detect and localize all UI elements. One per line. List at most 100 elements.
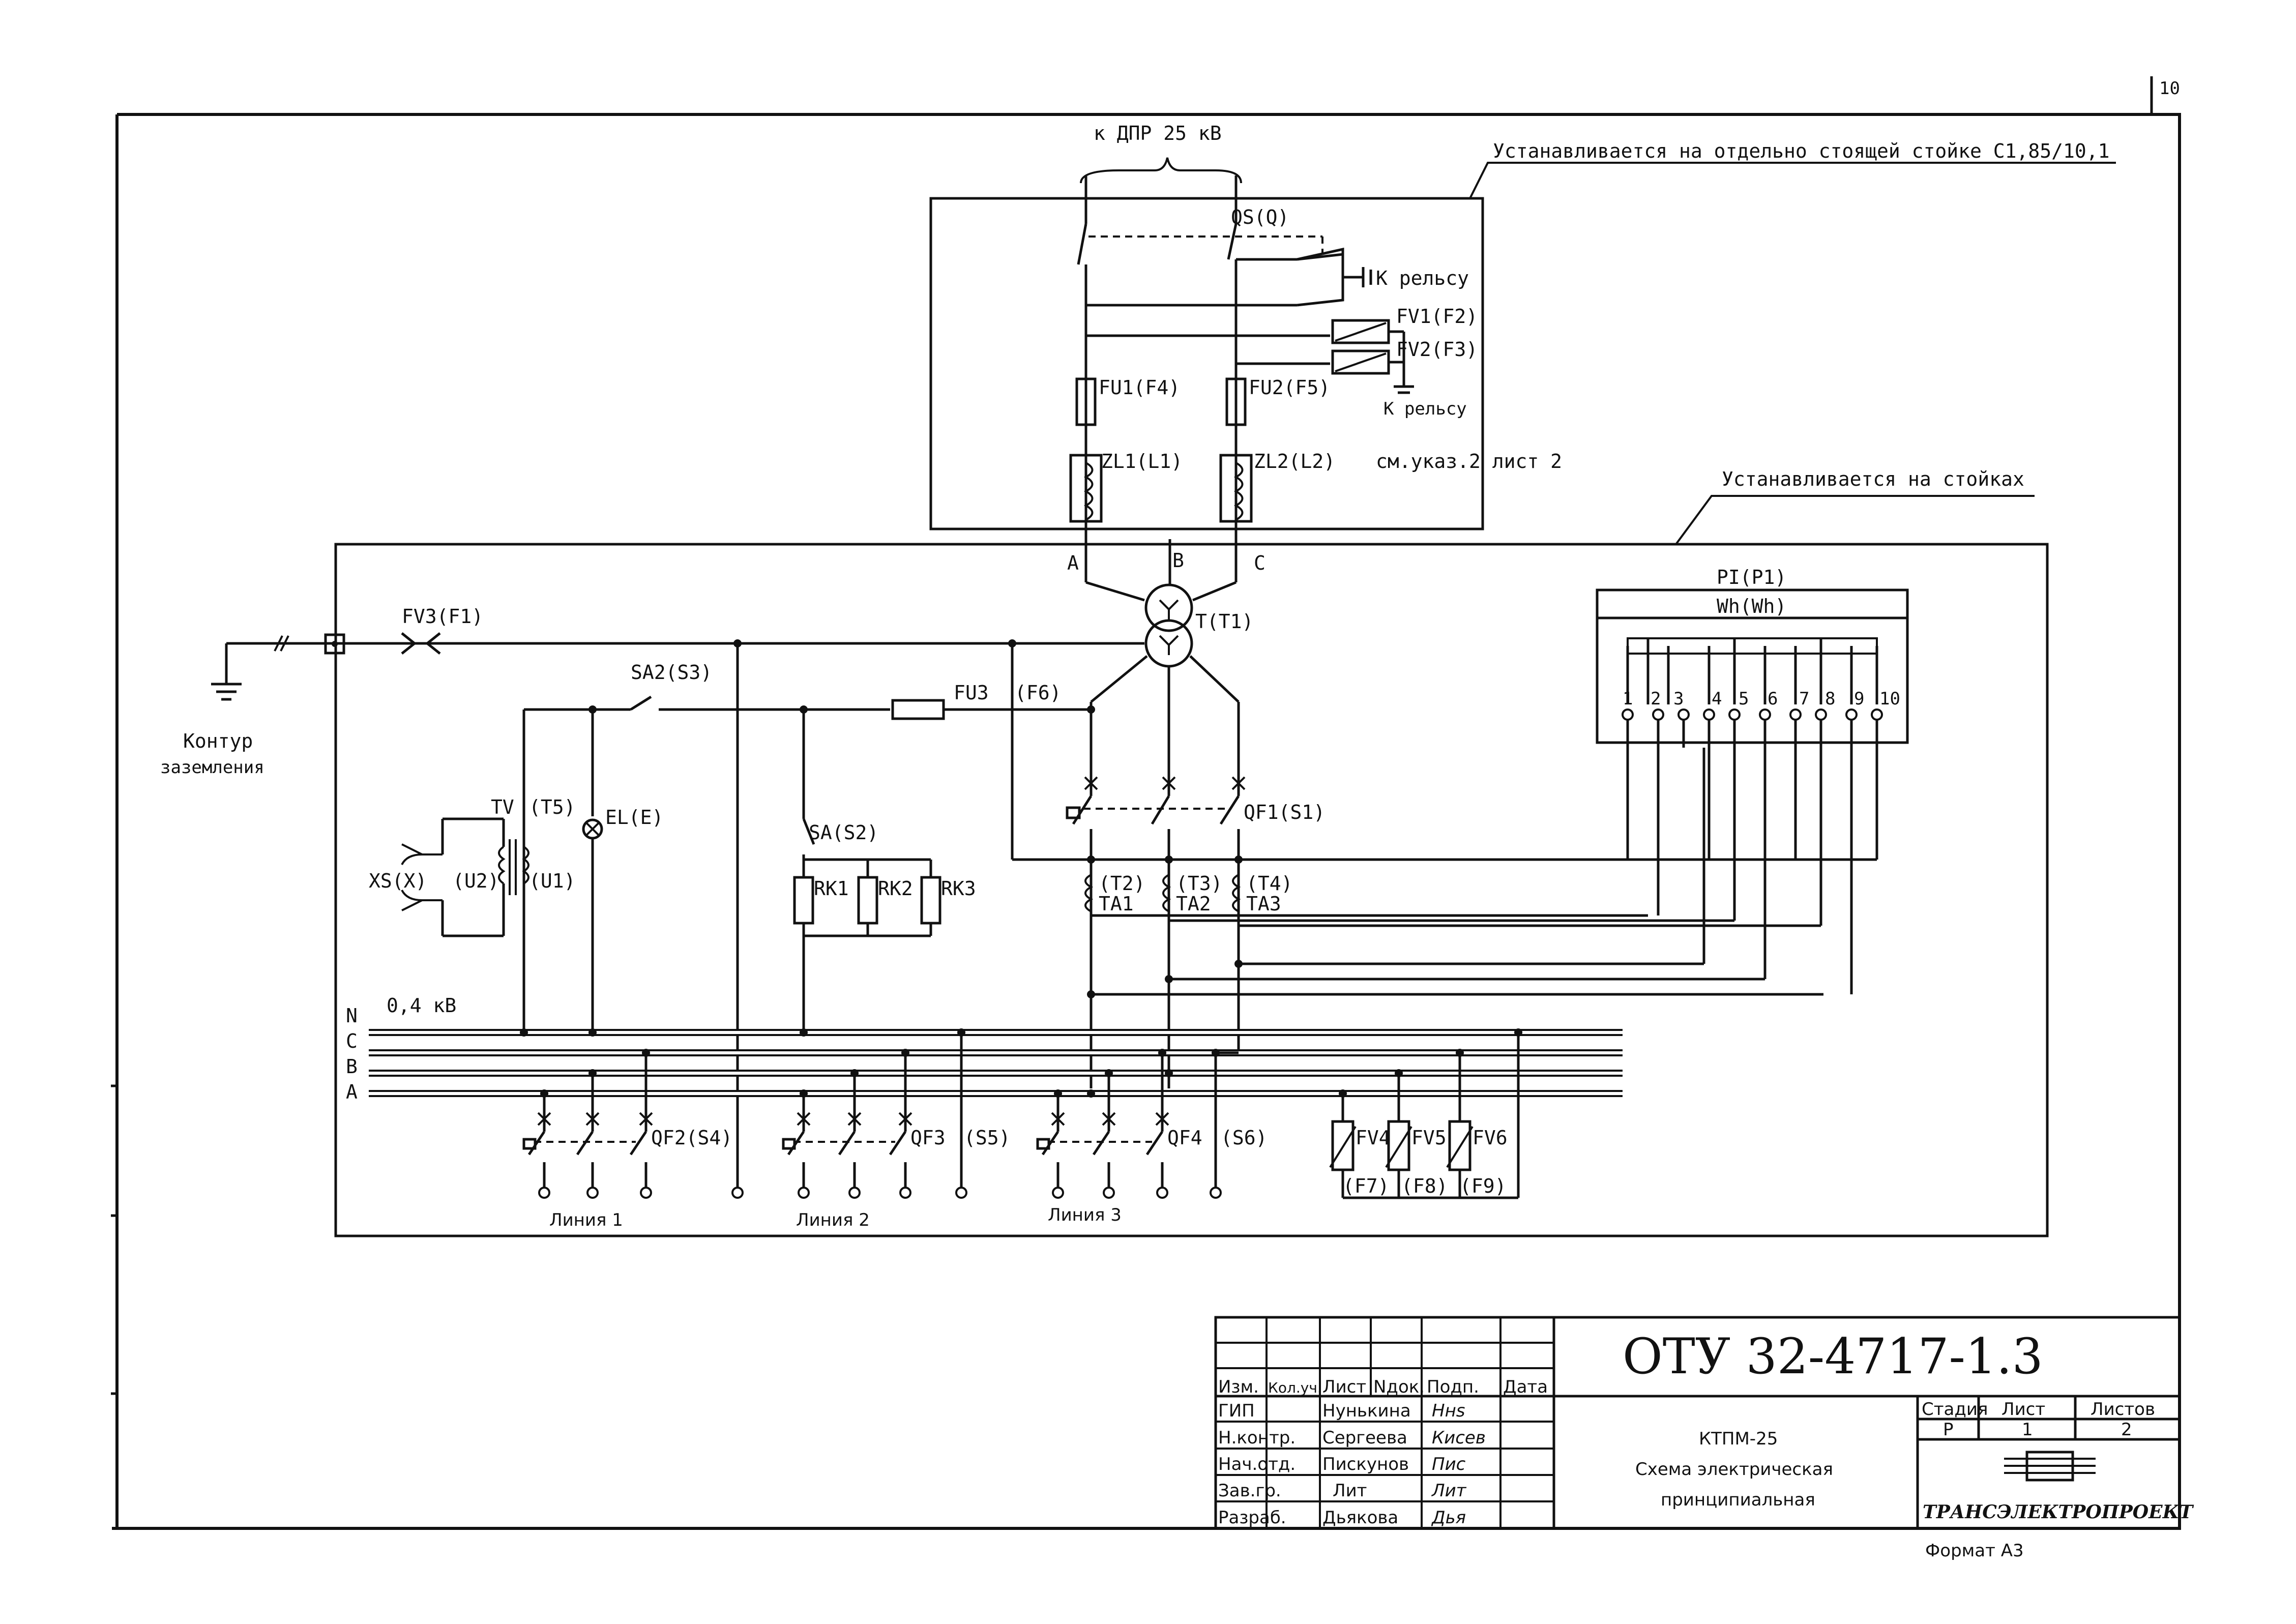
- feeder-1: QF2(S4) Линия 1: [522, 1049, 732, 1230]
- fv3-label: FV3(F1): [402, 605, 483, 628]
- main-breaker-qf1: QF1(S1): [1066, 776, 1325, 1088]
- fv2-label: FV2(F3): [1396, 338, 1478, 361]
- f8-label: (F8): [1401, 1175, 1448, 1197]
- meter-terminal-7: 7: [1799, 689, 1809, 709]
- feeder-3: QF4 (S6) Линия 3: [1036, 1049, 1268, 1225]
- rk1-label: RK1: [814, 877, 849, 900]
- bus-voltage-label: 0,4 кВ: [387, 994, 456, 1017]
- heater-group: SA(S2) RK1 RK2 RK3: [793, 818, 976, 1032]
- sign-razrab: Дья: [1431, 1508, 1466, 1528]
- fv1-label: FV1(F2): [1396, 305, 1478, 328]
- name-nkontr: Сергеева: [1322, 1428, 1407, 1448]
- source-label: к ДПР 25 кВ: [1094, 122, 1222, 144]
- sign-nachotd: Пис: [1432, 1454, 1466, 1474]
- meter-terminal-2: 2: [1651, 689, 1661, 709]
- header-list: Лист: [1322, 1377, 1366, 1397]
- ta1-label: TA1: [1099, 893, 1134, 915]
- to-rail-label-1: К рельсу: [1376, 267, 1469, 289]
- zl2-reactor: [1219, 454, 1253, 523]
- name-zavgr: Лит: [1333, 1481, 1367, 1501]
- qf4-label: QF4: [1167, 1127, 1202, 1149]
- name-razrab: Дьякова: [1322, 1508, 1398, 1528]
- zl1-label: ZL1(L1): [1101, 450, 1183, 473]
- meter-terminal-8: 8: [1825, 689, 1835, 709]
- t3-label: (T3): [1176, 872, 1223, 895]
- meter-terminal-9: 9: [1854, 689, 1864, 709]
- rk1-resistor: [793, 876, 814, 925]
- fv6-label: FV6: [1473, 1127, 1508, 1149]
- hv-enclosure: [929, 197, 1484, 530]
- meter-wh-label: Wh(Wh): [1717, 595, 1786, 617]
- phase-b-label: B: [1172, 549, 1184, 572]
- zl2-label: ZL2(L2): [1254, 450, 1335, 473]
- header-podp: Подп.: [1427, 1377, 1479, 1397]
- stage-header: Стадия: [1922, 1399, 1988, 1420]
- sign-gip: Ннs: [1432, 1401, 1465, 1421]
- sa2-label: SA2(S3): [631, 661, 712, 684]
- role-nachotd: Нач.отд.: [1218, 1454, 1296, 1474]
- bus-n-label: N: [346, 1005, 358, 1027]
- line1-label: Линия 1: [549, 1210, 623, 1230]
- s5-label: (S5): [964, 1127, 1011, 1149]
- feeder-2: QF3 (S5) Линия 2: [782, 1049, 1011, 1230]
- fu2-fuse: [1225, 377, 1247, 426]
- hv-section: к ДПР 25 кВ Устанавливается на отдельно …: [929, 122, 2116, 552]
- role-nkontr: Н.контр.: [1218, 1428, 1296, 1448]
- lamp-el: EL(E): [582, 806, 663, 1032]
- role-gip: ГИП: [1218, 1401, 1255, 1421]
- cabinet-enclosure: [334, 543, 2049, 1237]
- qf2-label: QF2(S4): [651, 1127, 732, 1149]
- format-label: Формат А3: [1925, 1541, 2024, 1561]
- meter-terminal-5: 5: [1739, 689, 1749, 709]
- role-zavgr: Зав.гр.: [1218, 1481, 1281, 1501]
- fu1-fuse: [1075, 377, 1097, 426]
- stage-value: Р: [1943, 1420, 1954, 1440]
- drawing-frame: 10: [111, 76, 2181, 1530]
- t4-label: (T4): [1246, 872, 1293, 895]
- line2-label: Линия 2: [796, 1210, 870, 1230]
- u2-label: (U2): [453, 870, 499, 892]
- current-transformers: (T2) TA1 (T3) TA2 (T4) TA3: [1011, 643, 1877, 998]
- sign-nkontr: Кисев: [1432, 1428, 1486, 1448]
- to-rail-label-2: К рельсу: [1384, 399, 1467, 419]
- name-gip: Нунькина: [1322, 1401, 1411, 1421]
- tv-label: TV: [491, 796, 514, 818]
- sheets-value: 2: [2121, 1420, 2132, 1440]
- company-name: ТРАНСЭЛЕКТРОПРОЕКТ: [1923, 1501, 2194, 1523]
- fv4-label: FV4: [1356, 1127, 1391, 1149]
- rk3-label: RK3: [941, 877, 976, 900]
- el-label: EL(E): [605, 806, 663, 829]
- meter-terminal-1: 1: [1623, 689, 1633, 709]
- qf3-label: QF3: [910, 1127, 946, 1149]
- bus-a-label: A: [346, 1081, 358, 1103]
- sheet-header: Лист: [2001, 1399, 2045, 1420]
- page-number: 10: [2159, 78, 2180, 99]
- header-kol: Кол.уч.: [1268, 1379, 1322, 1396]
- earth-label-2: заземления: [160, 757, 264, 778]
- sheet-value: 1: [2022, 1420, 2033, 1440]
- fu3-fuse: [891, 699, 945, 720]
- sheets-header: Листов: [2091, 1399, 2155, 1420]
- header-data: Дата: [1503, 1377, 1548, 1397]
- earth-label-1: Контур: [183, 730, 253, 752]
- company-logo-icon: [2004, 1451, 2096, 1482]
- voltage-transformer-tv: TV (T5) XS(X) (U2) (U1): [369, 796, 576, 937]
- xs-label: XS(X): [369, 870, 427, 892]
- f7-label: (F7): [1343, 1175, 1390, 1197]
- pole-note: Устанавливается на отдельно стоящей стой…: [1493, 140, 2110, 162]
- sign-zavgr: Лит: [1431, 1481, 1467, 1501]
- earth-terminal: [324, 633, 345, 655]
- u1-label: (U1): [529, 870, 576, 892]
- drawing-title-1: Схема электрическая: [1635, 1459, 1833, 1480]
- phase-c-label: C: [1254, 552, 1265, 574]
- t1-label: T(T1): [1195, 610, 1253, 633]
- zl-note: см.указ.2 лист 2: [1376, 450, 1562, 473]
- header-ndok: Nдок.: [1373, 1377, 1425, 1397]
- fu2-label: FU2(F5): [1249, 376, 1330, 399]
- source-brace: [1080, 157, 1242, 184]
- meter-terminal-4: 4: [1712, 689, 1722, 709]
- doc-code: ОТУ 32-4717-1.3: [1623, 1328, 2043, 1385]
- rk2-label: RK2: [878, 877, 913, 900]
- qf1-label: QF1(S1): [1244, 801, 1325, 823]
